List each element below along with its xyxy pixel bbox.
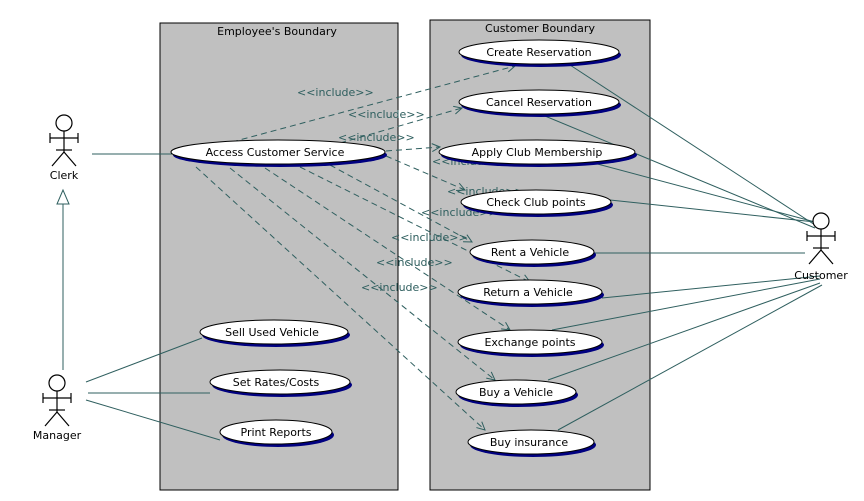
actor-label: Clerk <box>50 169 79 182</box>
assoc-customer-create <box>569 64 816 226</box>
generalization-arrowhead <box>56 188 70 205</box>
include-label-exchange: <<include>> <box>376 256 453 269</box>
assoc-customer-cancel <box>544 115 816 229</box>
use-case-label: Buy insurance <box>490 436 569 449</box>
actor-label: Customer <box>794 269 848 282</box>
use-case-label: Sell Used Vehicle <box>225 326 319 339</box>
include-rent <box>329 164 472 242</box>
assoc-manager-sell <box>85 337 203 383</box>
use-case-label: Rent a Vehicle <box>491 246 570 259</box>
include-label-return: <<include>> <box>391 231 468 244</box>
include-buy-vehicle <box>229 167 495 380</box>
use-case-apply-club-membership[interactable]: Apply Club Membership <box>438 139 637 167</box>
actor-manager[interactable]: Manager <box>33 374 82 442</box>
use-case-buy-vehicle[interactable]: Buy a Vehicle <box>455 379 578 407</box>
assoc-customer-apply <box>589 161 816 223</box>
employee-boundary-title: Employee's Boundary <box>217 25 337 38</box>
assoc-manager-reports <box>85 399 221 441</box>
include-insurance <box>195 166 485 430</box>
use-case-cancel-reservation[interactable]: Cancel Reservation <box>458 89 621 117</box>
use-case-label: Create Reservation <box>486 46 591 59</box>
use-case-label: Return a Vehicle <box>483 286 573 299</box>
use-case-label: Exchange points <box>484 336 575 349</box>
actor-label: Manager <box>33 429 82 442</box>
include-apply <box>385 147 440 151</box>
assoc-customer-exchange <box>551 278 821 331</box>
include-label-cancel: <<include>> <box>348 108 425 121</box>
use-case-label: Print Reports <box>241 426 312 439</box>
use-case-access-customer-service[interactable]: Access Customer Service <box>170 139 387 167</box>
use-case-create-reservation[interactable]: Create Reservation <box>458 39 621 67</box>
use-case-return-vehicle[interactable]: Return a Vehicle <box>457 279 604 307</box>
use-case-sell-used-vehicle[interactable]: Sell Used Vehicle <box>199 319 350 347</box>
stick-figure-icon <box>42 374 72 427</box>
include-check <box>385 155 465 190</box>
include-dependencies <box>195 66 530 430</box>
actor-clerk[interactable]: Clerk <box>49 114 79 182</box>
include-create <box>231 66 515 143</box>
include-exchange <box>264 167 510 330</box>
assoc-customer-buy-vehicle <box>547 282 821 381</box>
associations <box>56 64 823 441</box>
use-case-label: Access Customer Service <box>206 146 345 159</box>
employee-boundary: Employee's Boundary <box>159 22 399 491</box>
use-case-buy-insurance[interactable]: Buy insurance <box>467 429 596 457</box>
include-label-create: <<include>> <box>297 86 374 99</box>
include-label-buy: <<include>> <box>361 281 438 294</box>
assoc-customer-insurance <box>557 284 823 431</box>
use-case-check-club-points[interactable]: Check Club points <box>460 189 613 217</box>
use-case-label: Apply Club Membership <box>472 146 603 159</box>
assoc-customer-check <box>609 199 816 223</box>
assoc-customer-return <box>601 275 821 299</box>
use-case-label: Set Rates/Costs <box>233 376 320 389</box>
use-case-print-reports[interactable]: Print Reports <box>219 419 334 447</box>
customer-boundary-title: Customer Boundary <box>485 22 595 35</box>
use-case-set-rates-costs[interactable]: Set Rates/Costs <box>209 369 352 397</box>
stick-figure-icon <box>806 212 836 265</box>
include-cancel <box>339 108 462 144</box>
stick-figure-icon <box>49 114 79 167</box>
use-case-label: Buy a Vehicle <box>479 386 553 399</box>
actor-customer[interactable]: Customer <box>794 212 848 282</box>
use-case-label: Cancel Reservation <box>486 96 592 109</box>
include-label-apply: <<include>> <box>338 131 415 144</box>
use-case-label: Check Club points <box>486 196 586 209</box>
use-case-rent-vehicle[interactable]: Rent a Vehicle <box>469 239 596 267</box>
use-case-exchange-points[interactable]: Exchange points <box>457 329 604 357</box>
